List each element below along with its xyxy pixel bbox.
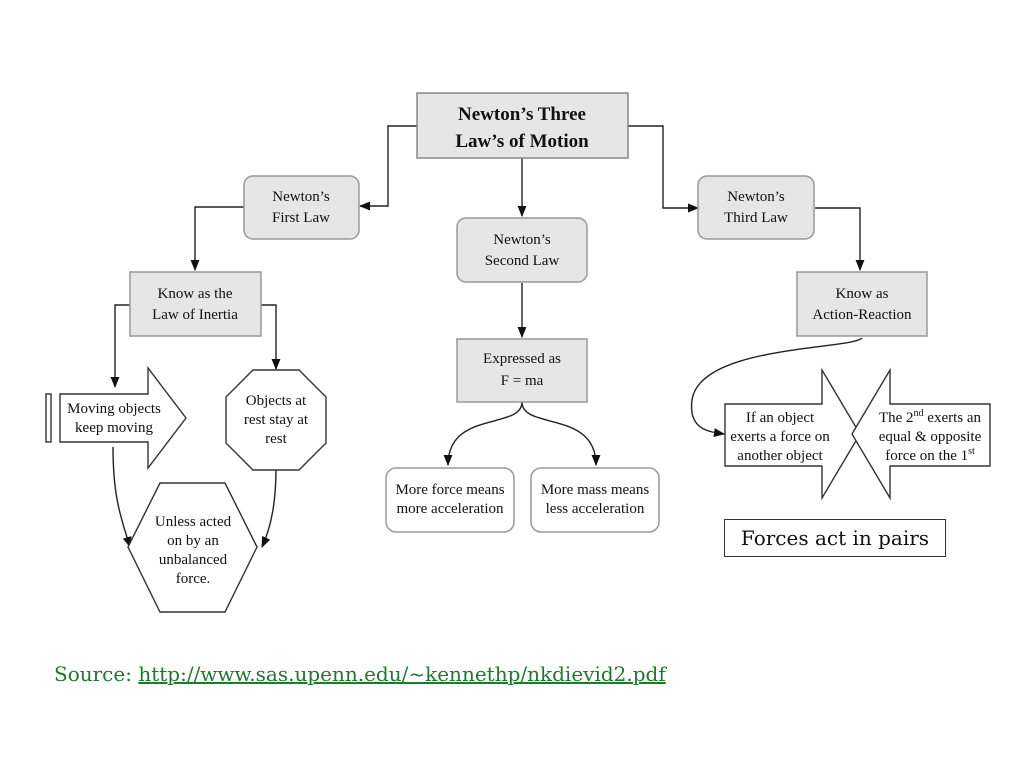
first-law-node: Newton’s First Law — [243, 175, 360, 240]
edge-title-first — [358, 125, 417, 211]
more-mass-node: More mass means less acceleration — [530, 467, 660, 533]
edge-first-inertia — [190, 206, 244, 272]
expressed-line-2: F = ma — [501, 373, 544, 389]
edge-moving-unbalanced — [112, 446, 132, 549]
source-label: Source: — [54, 662, 139, 686]
action-reaction-line-2: Action-Reaction — [812, 307, 912, 323]
title-line-1: Newton’s Three — [458, 104, 586, 125]
moving-line-2: keep moving — [75, 420, 153, 436]
if-object-line-1: If an object — [746, 410, 815, 426]
title-line-2: Law’s of Motion — [455, 131, 589, 152]
second-exerts-line-3: force on the 1st — [885, 446, 975, 464]
moving-objects-arrow: Moving objects keep moving — [45, 365, 187, 471]
third-law-line-2: Third Law — [724, 210, 788, 226]
expressed-line-1: Expressed as — [483, 351, 561, 367]
edge-third-action — [815, 207, 865, 272]
more-force-line-2: more acceleration — [396, 501, 504, 517]
second-law-line-2: Second Law — [485, 253, 560, 269]
second-law-node: Newton’s Second Law — [456, 217, 588, 283]
unbalanced-line-4: force. — [176, 571, 211, 587]
second-exerts-line-1: The 2nd exerts an — [879, 408, 982, 426]
edge-expressed-force — [443, 401, 523, 467]
connectors — [110, 125, 865, 549]
rest-line-2: rest stay at — [244, 412, 309, 428]
edge-rest-unbalanced — [261, 467, 277, 549]
edge-expressed-mass — [521, 401, 601, 467]
edge-action-ifobject — [690, 337, 863, 438]
second-law-line-1: Newton’s — [493, 232, 551, 248]
action-reaction-arrows: If an object exerts a force on another o… — [724, 367, 991, 501]
more-force-line-1: More force means — [395, 482, 504, 498]
more-mass-line-2: less acceleration — [546, 501, 645, 517]
title-node: Newton’s Three Law’s of Motion — [416, 92, 629, 159]
edge-inertia-rest — [261, 304, 281, 371]
third-law-line-1: Newton’s — [727, 189, 785, 205]
edge-title-third — [628, 125, 700, 213]
inertia-line-2: Law of Inertia — [152, 307, 238, 323]
if-object-line-2: exerts a force on — [730, 429, 830, 445]
first-law-line-2: First Law — [272, 210, 330, 226]
inertia-node: Know as the Law of Inertia — [129, 271, 262, 337]
second-exerts-line-2: equal & opposite — [879, 429, 982, 445]
expressed-node: Expressed as F = ma — [456, 338, 588, 403]
rest-line-1: Objects at — [246, 393, 307, 409]
edge-inertia-moving — [110, 304, 130, 389]
forces-act-in-pairs-callout: Forces act in pairs — [724, 519, 946, 557]
moving-line-1: Moving objects — [67, 401, 161, 417]
unbalanced-line-2: on by an — [167, 533, 219, 549]
action-reaction-line-1: Know as — [836, 286, 889, 302]
rest-line-3: rest — [265, 431, 287, 447]
if-object-line-3: another object — [737, 448, 823, 464]
inertia-line-1: Know as the — [158, 286, 233, 302]
first-law-line-1: Newton’s — [272, 189, 330, 205]
source-link[interactable]: http://www.sas.upenn.edu/~kennethp/nkdie… — [138, 662, 666, 686]
unbalanced-line-1: Unless acted — [155, 514, 232, 530]
action-reaction-node: Know as Action-Reaction — [796, 271, 928, 337]
more-mass-line-1: More mass means — [541, 482, 649, 498]
unbalanced-force-hexagon: Unless acted on by an unbalanced force. — [127, 482, 258, 613]
more-force-node: More force means more acceleration — [385, 467, 515, 533]
unbalanced-line-3: unbalanced — [159, 552, 228, 568]
source-citation: Source: http://www.sas.upenn.edu/~kennet… — [54, 662, 666, 686]
objects-at-rest-octagon: Objects at rest stay at rest — [225, 369, 327, 471]
third-law-node: Newton’s Third Law — [697, 175, 815, 240]
